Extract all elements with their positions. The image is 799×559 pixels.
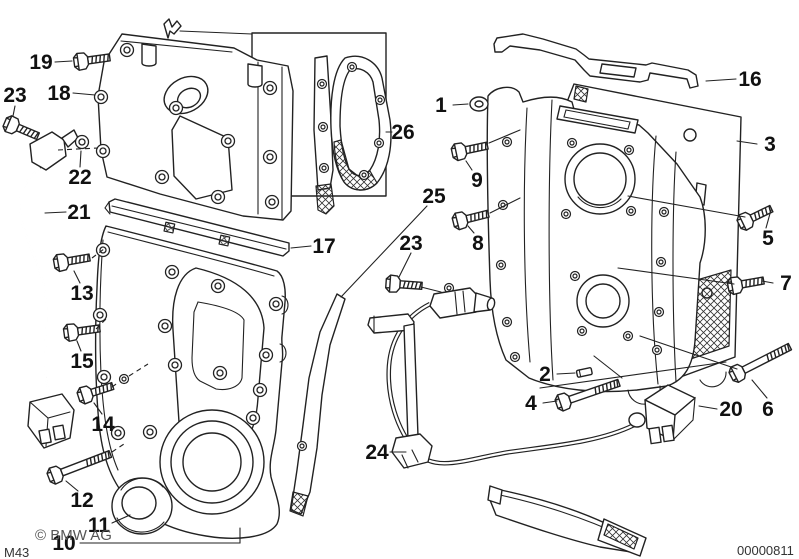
connector-20 [628,384,696,445]
profile-gasket-16 [493,33,699,89]
callout-16[interactable]: 16 [738,68,761,91]
callout-17[interactable]: 17 [312,235,335,258]
bolt-13 [51,248,92,273]
callout-23-middle[interactable]: 23 [399,232,422,255]
o-ring-22 [74,134,90,150]
gasket-strip-hatched-tip [315,183,335,215]
callout-7[interactable]: 7 [780,272,792,295]
callout-11[interactable]: 11 [88,514,111,537]
upper-timing-cover [93,33,294,221]
pulse-sensor-left [18,129,79,449]
callout-leaders [12,60,774,544]
callout-24[interactable]: 24 [365,441,389,464]
callout-1[interactable]: 1 [435,94,447,117]
callout-9[interactable]: 9 [471,169,483,192]
assembly-lines [91,129,746,453]
washer-14 [118,373,130,385]
callout-22[interactable]: 22 [68,166,91,189]
bracket-24 [367,313,433,469]
bolt-23-middle [384,274,424,295]
model-code: M43 [4,545,29,559]
callout-labels: 1 2 3 4 5 6 7 8 9 10 11 12 13 14 15 16 1… [3,51,792,555]
bolt-23-left [0,113,42,145]
callout-18[interactable]: 18 [47,82,71,105]
callout-6[interactable]: 6 [762,398,774,421]
lower-timing-cover [92,225,289,539]
cable-guide-channel [487,485,647,557]
callout-26[interactable]: 26 [391,121,414,144]
callout-20[interactable]: 20 [719,398,742,421]
gasket-26-group [163,18,392,215]
callout-10[interactable]: 10 [52,532,75,555]
bolt-8 [450,204,491,232]
bolt-12 [44,445,115,487]
clip-to-box-line [179,30,253,35]
callout-4[interactable]: 4 [525,392,537,415]
retaining-clip [163,18,182,39]
sensor-cable-21 [19,167,57,403]
shaft-seal-11 [111,477,173,535]
callout-21[interactable]: 21 [67,201,91,224]
callout-3[interactable]: 3 [764,133,776,156]
callout-13[interactable]: 13 [70,282,93,305]
dowel-pin-2 [575,367,593,378]
bolt-9 [449,136,490,163]
callout-5[interactable]: 5 [762,227,774,250]
bolt-6 [726,338,795,385]
callout-15[interactable]: 15 [70,350,94,373]
callout-14[interactable]: 14 [91,413,115,436]
chain-rail-25 [289,293,346,517]
callout-25[interactable]: 25 [422,185,446,208]
diagram-number: 00000811 [737,543,794,558]
engine-block [469,86,727,405]
alignment-dashed-line [57,147,99,151]
callout-19[interactable]: 19 [29,51,52,74]
callout-8[interactable]: 8 [472,232,484,255]
callout-2[interactable]: 2 [539,363,551,386]
callout-23-left[interactable]: 23 [3,84,26,107]
callout-12[interactable]: 12 [70,489,93,512]
bmw-copyright-watermark: © BMW AG [35,527,112,544]
metal-gasket-17 [104,198,290,257]
